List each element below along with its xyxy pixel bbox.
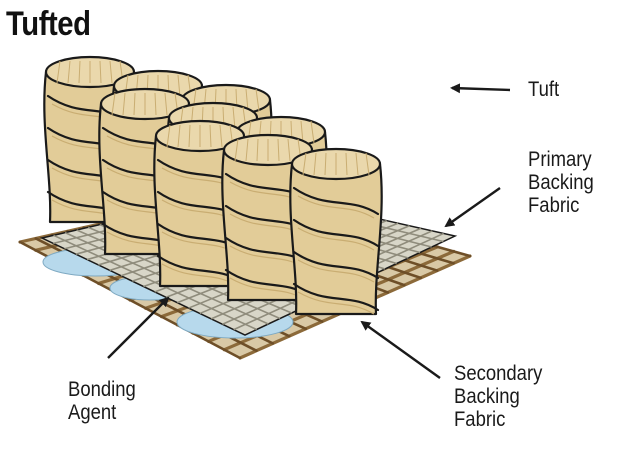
tuft-fiber-end <box>177 124 181 148</box>
arrow-to-primary-backing <box>444 187 501 228</box>
label-line: Secondary <box>454 362 543 385</box>
tuft-fiber-end <box>209 124 212 148</box>
tuft-fiber-end <box>287 138 291 162</box>
label-line: Bonding <box>68 378 136 401</box>
tuft-fiber-end <box>313 152 317 176</box>
label-line: Backing <box>454 385 520 408</box>
tuft-fiber-end <box>245 138 249 162</box>
tuft-fiber-end <box>277 138 280 162</box>
tuft-fiber-end <box>133 92 136 116</box>
tuft-fiber-end <box>365 152 370 176</box>
callout-arrows <box>107 83 511 379</box>
tuft-twist-line <box>292 218 380 248</box>
tuft-fiber-end <box>111 92 116 116</box>
tuft-fiber-end <box>188 124 191 148</box>
label-line: Fabric <box>528 194 580 217</box>
tuft-fiber-line <box>297 291 375 315</box>
tuft-fiber-end <box>67 60 71 84</box>
tuft-fiber-line <box>297 259 375 283</box>
tuft-fiber-end <box>302 152 307 176</box>
label-line: Fabric <box>454 408 506 431</box>
tuft-fiber-end <box>310 120 315 144</box>
tuft-fiber-end <box>300 120 304 144</box>
primary-weave-line <box>53 234 258 331</box>
label-bonding-agent: Bonding Agent <box>68 378 136 424</box>
tuft-rows <box>43 55 383 316</box>
tuft-fiber-line <box>297 195 375 219</box>
diagram-title: Tufted <box>6 5 91 43</box>
tuft-fiber-end <box>324 152 327 176</box>
tuft-twist-line <box>292 186 380 216</box>
arrow-to-tuft <box>450 83 511 94</box>
tuft-fiber-end <box>219 124 223 148</box>
tuft-fiber-end <box>99 60 102 84</box>
tuft-fiber-end <box>256 138 259 162</box>
label-line: Primary <box>528 148 592 171</box>
tuft-fiber-end <box>154 92 157 116</box>
label-line: Tuft <box>528 78 560 101</box>
arrow-to-secondary-backing <box>360 320 441 379</box>
tuft-fiber-end <box>122 92 126 116</box>
tuft-twist-line <box>292 250 380 280</box>
tuft-fiber-end <box>177 74 181 98</box>
tuft-fiber-end <box>255 88 260 112</box>
tuft-fiber-end <box>56 60 61 84</box>
tuft-fiber-end <box>164 92 168 116</box>
tuft-fiber-end <box>245 88 249 112</box>
label-tuft: Tuft <box>528 78 559 101</box>
tuft <box>289 147 383 316</box>
tuft-twist-line <box>292 282 380 312</box>
tuft-fiber-line <box>297 227 375 251</box>
tuft-fiber-end <box>234 138 239 162</box>
label-secondary-backing-fabric: Secondary Backing Fabric <box>454 362 542 431</box>
label-primary-backing-fabric: Primary Backing Fabric <box>528 148 594 217</box>
tuft-fiber-end <box>166 124 171 148</box>
tuft-fiber-end <box>78 60 81 84</box>
tuft-fiber-end <box>232 106 236 130</box>
label-line: Agent <box>68 401 117 424</box>
tuft-fiber-end <box>355 152 359 176</box>
arrow-to-bonding-agent <box>107 296 170 359</box>
tuft-fiber-end <box>109 60 113 84</box>
label-line: Backing <box>528 171 594 194</box>
tuft-fiber-end <box>345 152 348 176</box>
